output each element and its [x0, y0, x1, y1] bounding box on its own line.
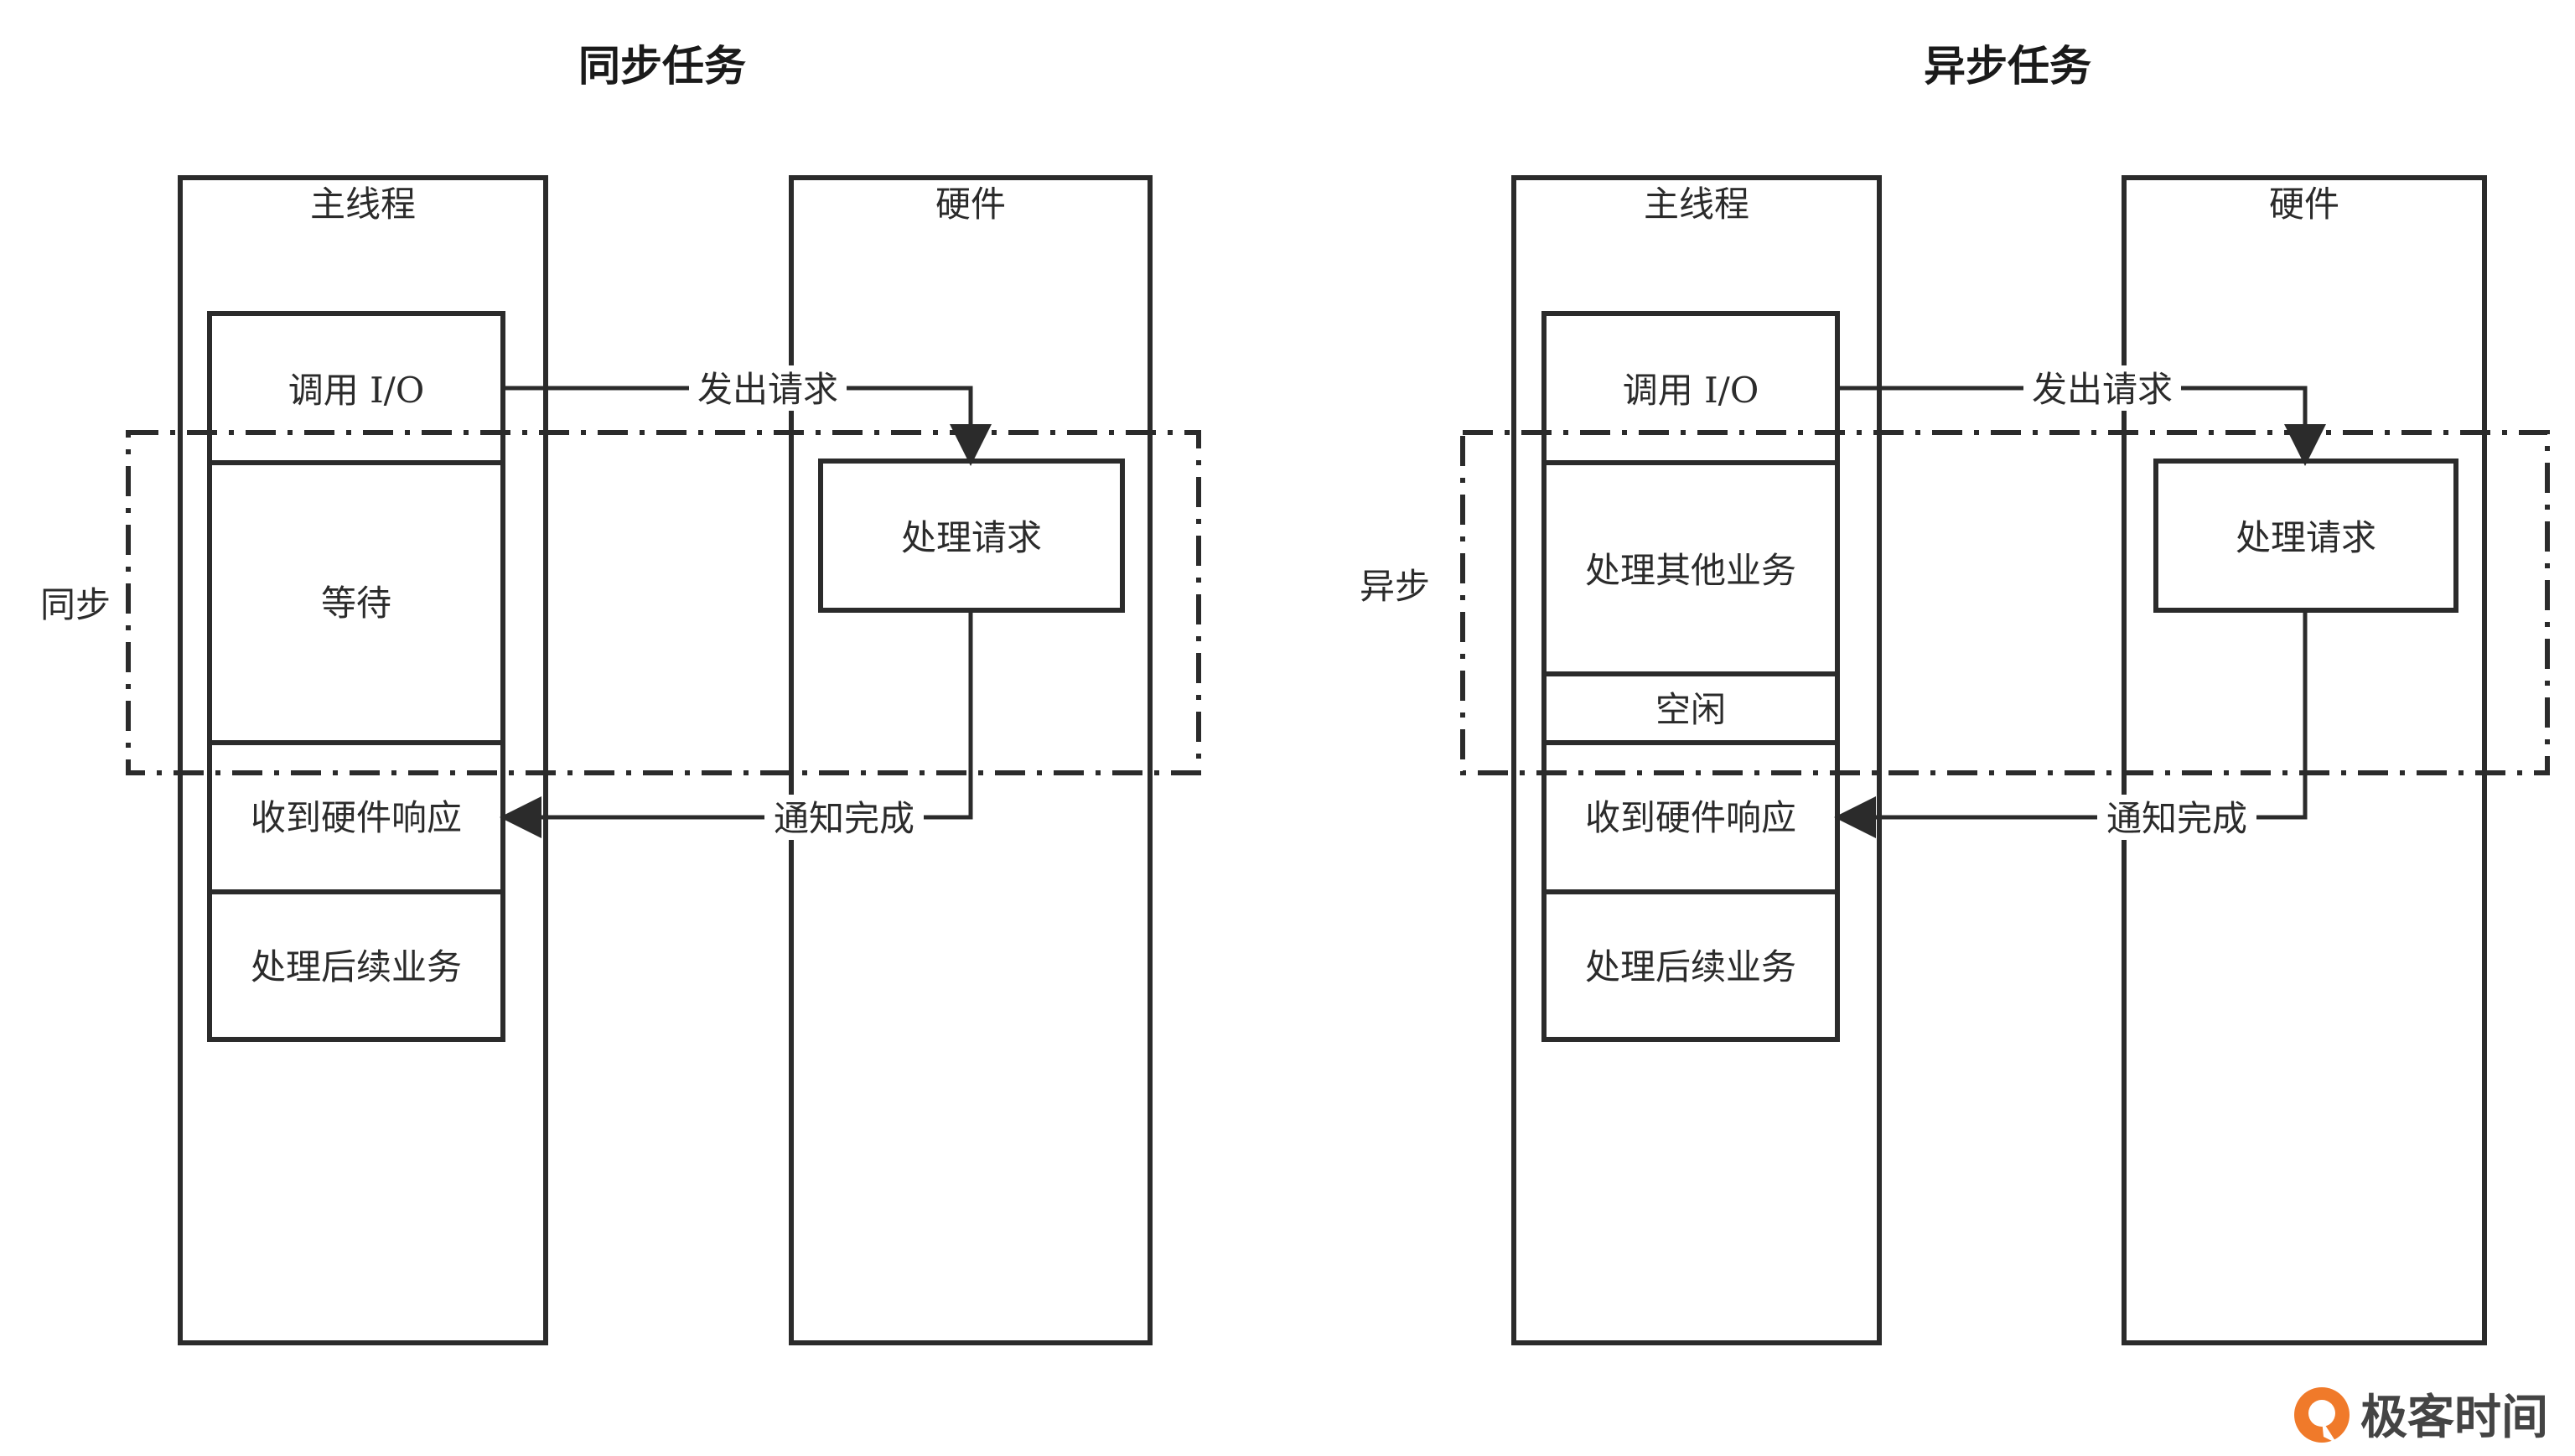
async-send-request-arrow	[1837, 386, 2326, 466]
async-notify-done-arrow	[1834, 610, 2308, 838]
async-idle-label: 空闲	[1655, 689, 1726, 730]
sync-send-request-label: 发出请求	[697, 369, 838, 410]
async-title: 异步任务	[1924, 42, 2091, 91]
async-diagram: 异步任务 主线程 硬件 调用 I/O 处理其他业务 空闲 收到硬件响应 处理后续…	[1360, 42, 2550, 1345]
async-other-work-label: 处理其他业务	[1585, 550, 1796, 591]
async-handle-request-box	[2153, 459, 2458, 613]
async-handle-request-label: 处理请求	[2236, 517, 2376, 558]
async-main-thread-label: 主线程	[1644, 184, 1749, 225]
sync-receive-response-label: 收到硬件响应	[251, 797, 462, 838]
sync-notify-done-arrow	[500, 610, 973, 838]
brand-watermark: 极客时间	[2294, 1387, 2548, 1445]
async-hardware-label: 硬件	[2269, 184, 2339, 225]
sync-main-thread-label: 主线程	[310, 184, 416, 225]
sync-diagram: 同步任务 主线程 硬件 调用 I/O 等待 收到硬件响应 处理后续业务 处理请求…	[40, 42, 1201, 1345]
sync-region-label: 同步	[40, 584, 111, 625]
sync-notify-done-label-bg	[764, 795, 924, 840]
sync-hardware-label: 硬件	[935, 184, 1006, 225]
sync-post-process-box	[207, 889, 505, 1042]
async-call-io-box	[1541, 311, 1840, 465]
async-send-request-label: 发出请求	[2032, 369, 2173, 410]
async-region-box	[1460, 430, 2550, 775]
sync-wait-label: 等待	[321, 583, 391, 624]
async-post-process-box	[1541, 889, 1840, 1042]
sync-title: 同步任务	[578, 42, 746, 91]
async-receive-response-label: 收到硬件响应	[1585, 797, 1796, 838]
sync-send-request-arrow	[503, 386, 992, 466]
async-notify-done-label-bg	[2097, 795, 2256, 840]
async-post-process-label: 处理后续业务	[1585, 946, 1796, 987]
sync-post-process-label: 处理后续业务	[251, 946, 462, 987]
async-notify-done-label: 通知完成	[2106, 798, 2247, 839]
geektime-logo-icon	[2294, 1387, 2350, 1443]
sync-wait-box	[207, 460, 505, 745]
async-region-label: 异步	[1360, 566, 1430, 607]
async-other-work-box	[1541, 460, 1840, 676]
sync-call-io-label: 调用 I/O	[288, 370, 425, 411]
async-send-request-label-bg	[2023, 365, 2181, 411]
async-call-io-label: 调用 I/O	[1623, 370, 1759, 411]
brand-name: 极客时间	[2360, 1391, 2548, 1445]
sync-region-box	[126, 430, 1201, 775]
sync-notify-done-label: 通知完成	[774, 798, 914, 839]
sync-send-request-label-bg	[689, 365, 847, 411]
sync-handle-request-label: 处理请求	[901, 517, 1042, 558]
